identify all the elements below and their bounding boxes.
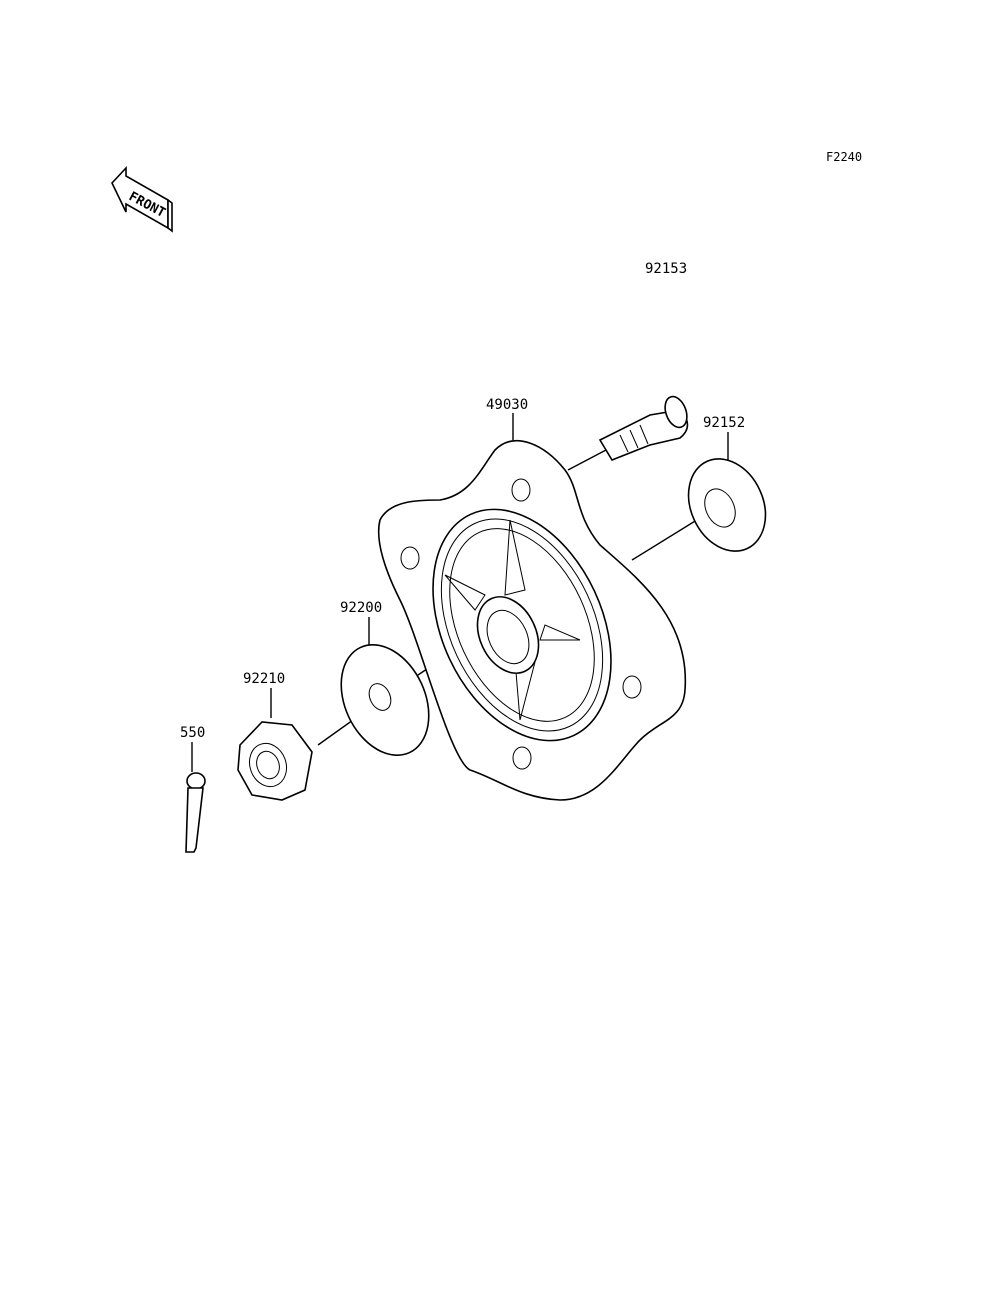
part-label-92152: 92152 <box>703 415 745 431</box>
sprocket-hub-49030 <box>377 439 687 801</box>
front-arrow-icon: FRONT <box>111 165 173 233</box>
washer-92200 <box>340 643 430 757</box>
part-label-550: 550 <box>180 725 205 741</box>
stud-bolt-92153 <box>598 395 689 461</box>
part-label-92210: 92210 <box>243 671 285 687</box>
collar-92152 <box>687 458 767 552</box>
figure-code: F2240 <box>826 150 862 164</box>
part-label-92153: 92153 <box>645 261 687 277</box>
nut-92210 <box>237 721 313 801</box>
cotter-pin-550 <box>185 772 206 853</box>
part-label-49030: 49030 <box>486 397 528 413</box>
part-label-92200: 92200 <box>340 600 382 616</box>
